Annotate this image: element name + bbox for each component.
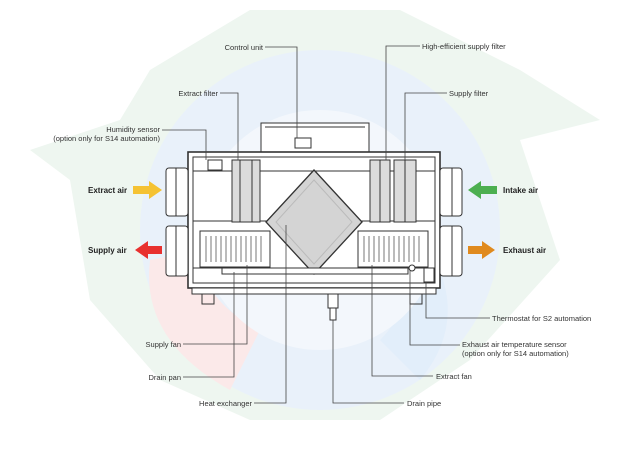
label-drain-pipe: Drain pipe	[407, 399, 442, 408]
supply-air-arrow	[135, 241, 162, 259]
exhaust-temp-sensor-shape	[408, 264, 416, 272]
exhaust-air-duct	[439, 225, 463, 277]
supply-air-duct	[165, 225, 189, 277]
label-thermostat: Thermostat for S2 automation	[492, 314, 592, 323]
thermostat-shape	[423, 267, 435, 283]
label-supply-air: Supply air	[88, 246, 127, 255]
label-supply-fan: Supply fan	[145, 340, 181, 349]
humidity-sensor-shape	[207, 159, 223, 171]
exhaust-air-arrow	[468, 241, 495, 259]
label-control-unit: Control unit	[224, 43, 263, 52]
label-extract-filter: Extract filter	[178, 89, 218, 98]
intake-air-arrow	[468, 181, 497, 199]
drain-pan-shape	[221, 267, 409, 275]
label-exhaust-temp-sensor: Exhaust air temperature sensor	[462, 340, 567, 349]
control-unit-box	[260, 122, 370, 154]
label-humidity-sensor: Humidity sensor	[106, 125, 160, 134]
extract-air-arrow	[133, 181, 162, 199]
extract-filter-shape	[231, 159, 261, 223]
drain-pipe-shape	[327, 293, 339, 309]
label-heat-exchanger: Heat exchanger	[199, 399, 252, 408]
label-exhaust-temp-sensor-note: (option only for S14 automation)	[462, 349, 569, 358]
label-extract-air: Extract air	[88, 186, 128, 195]
intake-air-duct	[439, 167, 463, 217]
supply-fan-shape	[199, 230, 271, 268]
label-humidity-sensor-note: (option only for S14 automation)	[53, 134, 160, 143]
extract-air-duct	[165, 167, 189, 217]
label-hi-eff-filter: High-efficient supply filter	[422, 42, 506, 51]
label-extract-fan: Extract fan	[436, 372, 472, 381]
label-intake-air: Intake air	[503, 186, 539, 195]
label-supply-filter: Supply filter	[449, 89, 489, 98]
flow-arrows	[133, 181, 497, 259]
label-exhaust-air: Exhaust air	[503, 246, 547, 255]
leader-lines	[162, 45, 490, 404]
extract-fan-shape	[357, 230, 429, 268]
label-drain-pan: Drain pan	[148, 373, 181, 382]
